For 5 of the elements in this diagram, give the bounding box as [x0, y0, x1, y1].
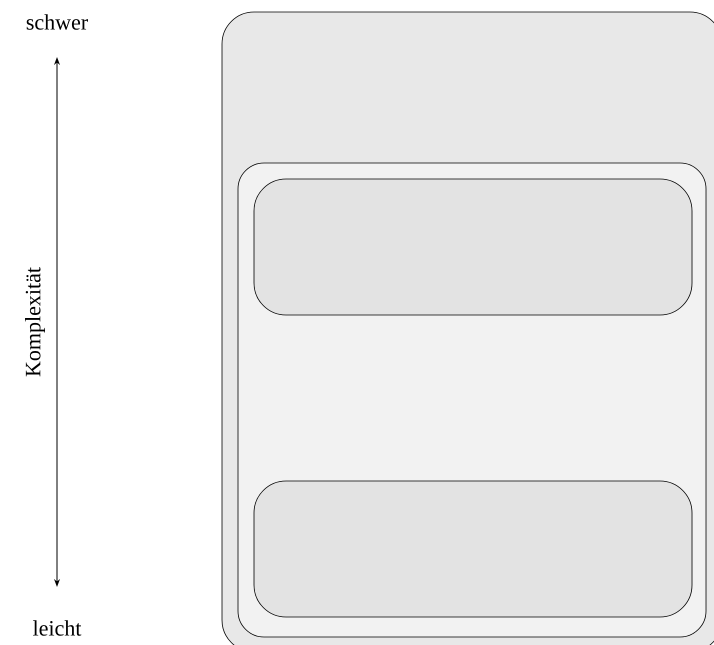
rounded-box [254, 178, 692, 316]
axis-label: Komplexität [25, 267, 45, 376]
axis-label: leicht [33, 620, 82, 636]
rounded-box [254, 480, 692, 618]
axis-label: schwer [26, 14, 88, 30]
